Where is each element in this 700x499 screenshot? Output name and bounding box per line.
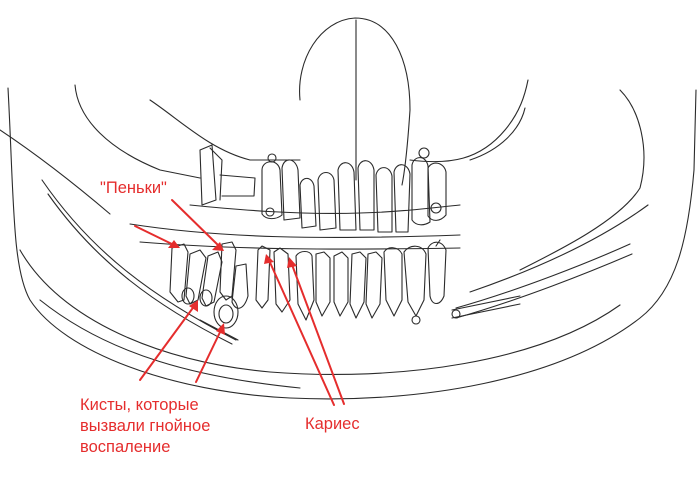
arrow-stumps-2: [171, 199, 221, 248]
cysts: [181, 287, 239, 329]
right-ramus: [519, 89, 645, 271]
arrowhead-caries-2: [287, 257, 297, 268]
right-mandibular-canal: [455, 243, 631, 309]
left-mandibular-canal-2: [47, 193, 233, 345]
cysts-label-line-3: воспаление: [80, 438, 171, 456]
cysts-label-line-2: вызвали гнойное: [80, 417, 211, 435]
annotation-arrows: [134, 199, 345, 406]
mandible-lower-border: [39, 299, 301, 389]
maxilla-left: [149, 99, 301, 161]
cysts-label-line-1: Кисты, которые: [80, 396, 199, 414]
nasal-cavity: [299, 17, 411, 186]
arrowhead-cysts-2: [216, 323, 225, 335]
caries-label: Кариес: [305, 415, 360, 433]
occlusal-line-upper: [129, 223, 461, 239]
right-ramus-2: [469, 107, 526, 161]
arrow-cysts-1: [139, 304, 196, 381]
arrowhead-cysts-1: [189, 300, 198, 312]
occlusal-line-lower: [139, 241, 461, 250]
right-pin: [451, 295, 521, 319]
right-mandibular-canal-2: [455, 253, 633, 319]
arrow-stumps-1: [134, 225, 177, 247]
lower-teeth: [255, 239, 447, 325]
mandible-outline: [7, 87, 697, 400]
arrowhead-stumps-2: [212, 242, 224, 251]
right-ramus-3: [469, 204, 649, 293]
left-ramus-2: [74, 84, 201, 179]
left-mandibular-canal: [41, 179, 237, 341]
cysts-label: Кисты, которые вызвали гнойное воспалени…: [80, 395, 210, 458]
stumps-label: "Пеньки": [100, 179, 167, 197]
left-ramus: [0, 129, 111, 215]
arrowhead-stumps-1: [168, 240, 180, 248]
arrow-caries-1: [267, 257, 335, 406]
maxilla-right: [409, 79, 529, 163]
arrow-caries-2: [290, 261, 345, 405]
upper-teeth: [199, 144, 447, 233]
arrowhead-caries-1: [264, 254, 274, 264]
palate-line: [189, 204, 461, 214]
arrow-cysts-2: [195, 327, 223, 383]
mandible-inner-contour: [19, 249, 621, 376]
